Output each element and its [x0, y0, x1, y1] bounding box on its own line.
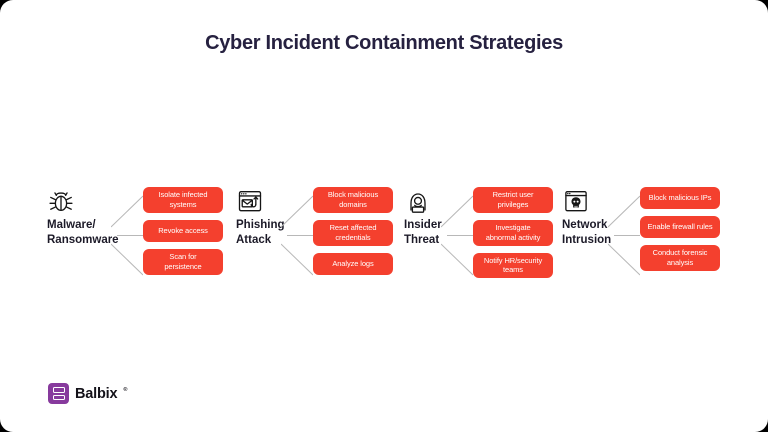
registered-mark: ® [123, 386, 128, 393]
strategy-box: Block malicious IPs [640, 187, 720, 209]
strategy-box: Notify HR/security teams [473, 252, 553, 279]
strategy-box: Block malicious domains [313, 187, 393, 213]
group-label: Network Intrusion [562, 219, 612, 246]
connector-lines [441, 195, 473, 276]
threat-group-malware: Malware/ Ransomware Isolate infected sys… [47, 187, 223, 283]
group-info: Insider Threat [404, 187, 442, 247]
group-info: Phishing Attack [236, 187, 285, 247]
strategy-list: Block malicious IPs Enable firewall rule… [640, 187, 720, 271]
bug-icon [47, 187, 75, 215]
connector-lines [608, 195, 640, 276]
hooded-hacker-icon [404, 187, 432, 215]
group-label: Malware/ Ransomware [47, 219, 119, 246]
strategy-list: Block malicious domains Reset affected c… [313, 187, 393, 275]
threat-group-phishing: Phishing Attack Block malicious domains … [236, 187, 393, 283]
strategy-box: Enable firewall rules [640, 216, 720, 238]
strategy-box: Analyze logs [313, 252, 393, 275]
browser-mail-hook-icon [236, 187, 264, 215]
group-label: Phishing Attack [236, 219, 285, 246]
strategy-box: Restrict user privileges [473, 187, 553, 213]
group-info: Malware/ Ransomware [47, 187, 119, 247]
strategy-box: Scan for persistence [143, 248, 223, 275]
connector-lines [281, 195, 313, 276]
strategy-list: Restrict user privileges Investigate abn… [473, 187, 553, 279]
group-label: Insider Threat [404, 219, 442, 246]
strategy-box: Reset affected credentials [313, 219, 393, 246]
brand-logo: Balbix ® [48, 383, 127, 404]
connector-lines [111, 195, 143, 276]
balbix-logo-icon [48, 383, 69, 404]
strategy-box: Investigate abnormal activity [473, 219, 553, 246]
page-title: Cyber Incident Containment Strategies [205, 32, 563, 54]
group-info: Network Intrusion [562, 187, 612, 247]
threat-group-network: Network Intrusion Block malicious IPs En… [562, 187, 720, 283]
brand-name: Balbix [75, 385, 118, 402]
strategy-box: Isolate infected systems [143, 187, 223, 213]
strategy-box: Revoke access [143, 219, 223, 242]
strategy-box: Conduct forensic analysis [640, 245, 720, 271]
threat-group-insider: Insider Threat Restrict user privileges … [404, 187, 553, 283]
strategy-list: Isolate infected systems Revoke access S… [143, 187, 223, 275]
browser-skull-icon [562, 187, 590, 215]
